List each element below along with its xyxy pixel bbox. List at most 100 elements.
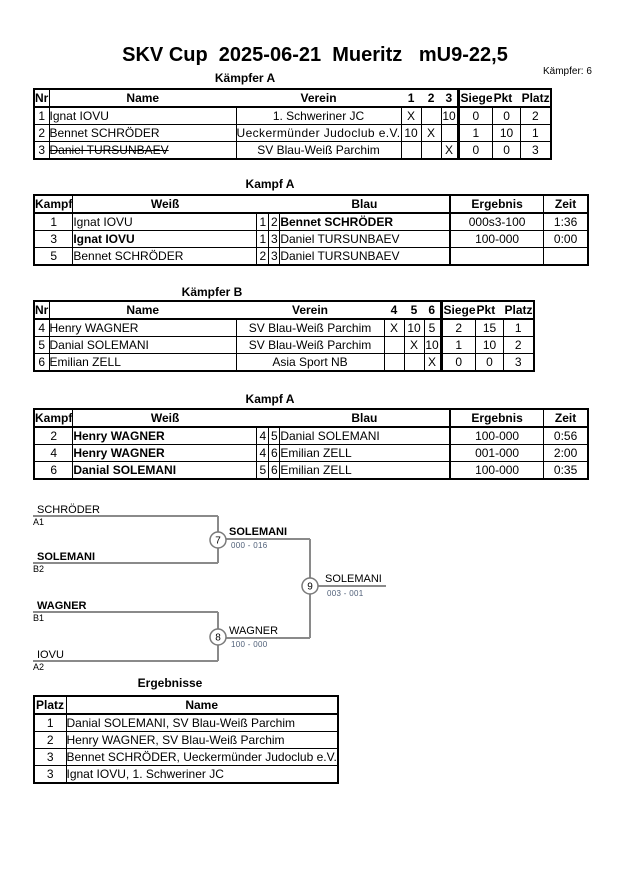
match-8-number: 8 <box>215 633 221 644</box>
match-row: 4 Henry WAGNER 4 6 Emilian ZELL 001-000 … <box>33 444 589 462</box>
col-header-name: Name <box>65 695 339 715</box>
bracket-slot-b2-seed: B2 <box>33 564 45 574</box>
result-row: 3 Ignat IOVU, 1. Schweriner JC <box>33 765 339 784</box>
match-row: 1 Ignat IOVU 1 2 Bennet SCHRÖDER 000s3-1… <box>33 212 589 231</box>
match-no: 4 <box>33 444 74 462</box>
white-fighter: Danial SOLEMANI <box>72 461 258 480</box>
match-row: 6 Danial SOLEMANI 5 6 Emilian ZELL 100-0… <box>33 461 589 480</box>
match-no: 6 <box>33 461 74 480</box>
results-header-row: Platz Name <box>33 695 339 715</box>
header-spacer <box>268 194 280 214</box>
col-header-ergebnis: Ergebnis <box>448 194 545 214</box>
result-cell: 000s3-100 <box>448 212 545 231</box>
col-header-name: Name <box>48 88 236 108</box>
result-cell: 100-000 <box>448 461 545 480</box>
col-header-blau: Blau <box>279 408 451 428</box>
results-table: Platz Name 1 Danial SOLEMANI, SV Blau-We… <box>33 695 339 784</box>
blue-fighter: Emilian ZELL <box>279 444 451 462</box>
header-spacer <box>256 194 269 214</box>
result-cell: 100-000 <box>448 230 545 248</box>
col-header-zeit: Zeit <box>543 194 589 214</box>
blue-fighter: Emilian ZELL <box>279 461 451 480</box>
result-row: 2 Henry WAGNER, SV Blau-Weiß Parchim <box>33 731 339 749</box>
matches-b-header-row: Kampf Weiß Blau Ergebnis Zeit <box>33 408 589 428</box>
fighter-nr: 5 <box>33 336 50 354</box>
matches-b-heading: Kampf A <box>245 392 295 406</box>
col-header-platz: Platz <box>33 695 67 715</box>
platz-cell: 2 <box>503 336 535 354</box>
header-spacer <box>256 408 269 428</box>
col-header-1: 1 <box>401 88 422 108</box>
fighter-row: 3 Daniel TURSUNBAEV SV Blau-Weiß Parchim… <box>33 141 552 160</box>
match-9-score: 003 - 001 <box>327 589 364 598</box>
fighter-name: Bennet SCHRÖDER <box>48 124 237 142</box>
col-header-siege: Siege <box>456 88 493 108</box>
fighter-club: SV Blau-Weiß Parchim <box>235 336 385 354</box>
match-no: 5 <box>33 247 74 266</box>
match-8-circle <box>209 628 227 646</box>
result-place: 3 <box>33 765 67 784</box>
time-cell: 0:35 <box>543 461 589 480</box>
result-place: 2 <box>33 731 67 749</box>
pkt-cell: 15 <box>475 318 505 337</box>
white-fighter: Ignat IOVU <box>72 212 258 231</box>
blue-nr: 6 <box>268 444 281 462</box>
col-header-pkt: Pkt <box>475 300 504 320</box>
score-cell: 10 <box>400 124 422 142</box>
result-place: 1 <box>33 713 67 732</box>
result-name: Henry WAGNER, SV Blau-Weiß Parchim <box>65 731 339 749</box>
col-header-3: 3 <box>441 88 459 108</box>
fighter-name-withdrawn: Daniel TURSUNBAEV <box>48 141 237 160</box>
siege-cell: 0 <box>456 141 494 160</box>
fighter-club: SV Blau-Weiß Parchim <box>235 141 402 160</box>
col-header-verein: Verein <box>236 88 402 108</box>
score-cell: X <box>420 124 442 142</box>
match-7-score: 000 - 016 <box>231 541 268 550</box>
match-7-circle <box>209 531 227 549</box>
fighter-row: 2 Bennet SCHRÖDER Ueckermünder Judoclub … <box>33 124 552 142</box>
match-8-score: 100 - 000 <box>231 640 268 649</box>
col-header-6: 6 <box>424 300 441 320</box>
pool-b-heading: Kämpfer B <box>181 285 243 299</box>
col-header-zeit: Zeit <box>543 408 589 428</box>
match-7-winner: SOLEMANI <box>229 526 288 538</box>
bracket-slot-a1-seed: A1 <box>33 517 45 527</box>
col-header-ergebnis: Ergebnis <box>448 408 545 428</box>
col-header-kampf: Kampf <box>33 194 74 214</box>
result-cell: 001-000 <box>448 444 545 462</box>
col-header-5: 5 <box>404 300 424 320</box>
col-header-weiss: Weiß <box>72 408 257 428</box>
bracket-slot-a2-name: IOVU <box>37 649 64 661</box>
fighter-name: Emilian ZELL <box>48 353 237 372</box>
match-7-number: 7 <box>215 536 221 547</box>
col-header-blau: Blau <box>279 194 451 214</box>
results-heading: Ergebnisse <box>137 676 203 690</box>
fighter-row: 1 Ignat IOVU 1. Schweriner JC X 10 0 0 2 <box>33 106 552 125</box>
platz-cell: 3 <box>520 141 552 160</box>
pkt-cell: 0 <box>492 141 522 160</box>
time-cell: 2:00 <box>543 444 589 462</box>
result-cell: 100-000 <box>448 426 545 445</box>
pool-b-header-row: Nr Name Verein 4 5 6 Siege Pkt Platz <box>33 300 535 320</box>
match-8-winner: WAGNER <box>229 625 279 637</box>
col-header-weiss: Weiß <box>72 194 257 214</box>
result-name: Ignat IOVU, 1. Schweriner JC <box>65 765 339 784</box>
col-header-4: 4 <box>384 300 404 320</box>
col-header-verein: Verein <box>236 300 384 320</box>
bracket-slot-a2-seed: A2 <box>33 662 45 672</box>
matches-a-header-row: Kampf Weiß Blau Ergebnis Zeit <box>33 194 589 214</box>
bracket-slot-b1-name: WAGNER <box>37 600 87 612</box>
time-cell <box>543 247 589 266</box>
bracket-slot-a1-name: SCHRÖDER <box>37 504 100 516</box>
match-9-number: 9 <box>307 582 313 593</box>
fighter-row: 5 Danial SOLEMANI SV Blau-Weiß Parchim X… <box>33 336 535 354</box>
col-header-nr: Nr <box>33 88 50 108</box>
col-header-platz: Platz <box>503 300 535 320</box>
platz-cell: 3 <box>503 353 535 372</box>
col-header-platz: Platz <box>520 88 552 108</box>
result-row: 1 Danial SOLEMANI, SV Blau-Weiß Parchim <box>33 713 339 732</box>
white-fighter: Henry WAGNER <box>72 426 258 445</box>
fighter-row: 6 Emilian ZELL Asia Sport NB X 0 0 3 <box>33 353 535 372</box>
